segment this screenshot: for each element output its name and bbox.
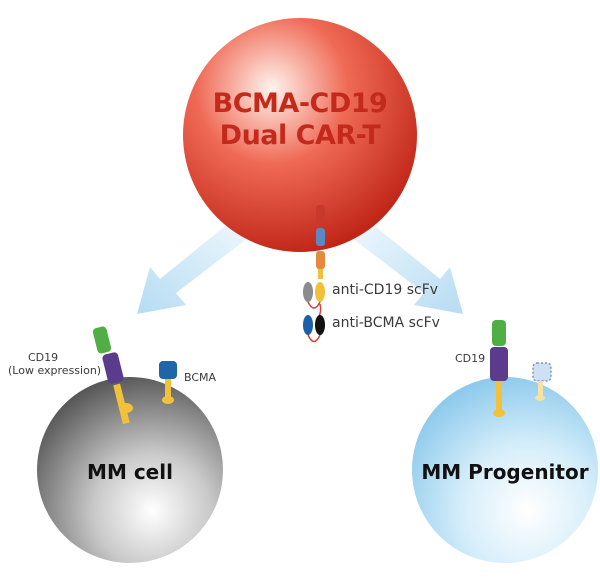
car-t-title-line-1: BCMA-CD19 bbox=[212, 88, 388, 119]
car-construct bbox=[303, 205, 325, 343]
progenitor-bcma-absent-receptor bbox=[532, 362, 552, 401]
mm-cell-title: MM cell bbox=[87, 460, 173, 484]
right-arrow bbox=[352, 222, 463, 314]
mm-progenitor-cell bbox=[412, 377, 598, 563]
anti-bcma-scfv-label: anti-BCMA scFv bbox=[332, 315, 440, 331]
progenitor-cd19-label: CD19 bbox=[455, 352, 486, 365]
mm-cell-cd19-label: CD19 bbox=[28, 351, 59, 364]
mm-cell bbox=[37, 377, 223, 563]
mm-cell-cd19-sublabel: (Low expression) bbox=[8, 364, 102, 377]
mm-cell-bcma-receptor bbox=[159, 361, 177, 404]
left-arrow bbox=[137, 222, 248, 314]
mm-cell-bcma-label: BCMA bbox=[184, 371, 217, 384]
mm-cell-cd19-receptor bbox=[92, 326, 133, 425]
progenitor-cd19-receptor bbox=[490, 320, 508, 417]
car-t-cell bbox=[183, 18, 417, 252]
mm-progenitor-title: MM Progenitor bbox=[421, 460, 589, 484]
anti-cd19-scfv-label: anti-CD19 scFv bbox=[332, 282, 439, 298]
car-t-title-line-2: Dual CAR-T bbox=[219, 120, 381, 151]
